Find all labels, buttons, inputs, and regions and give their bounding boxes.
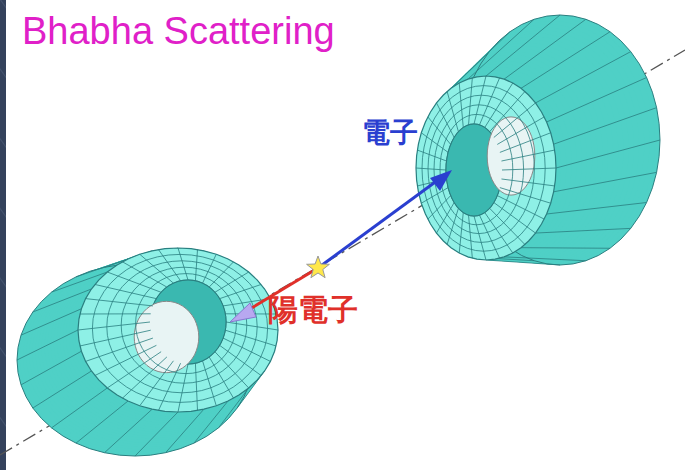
detector-cell — [122, 262, 166, 287]
detector-cell — [215, 352, 249, 388]
detector-cell — [78, 322, 150, 330]
detector-cell — [223, 338, 270, 361]
detector-cell — [469, 78, 473, 125]
detector-body — [416, 76, 556, 260]
slide-edge — [0, 0, 6, 470]
detector-cell — [195, 250, 197, 281]
electron-arrowhead — [430, 170, 452, 191]
detector-ring — [92, 254, 267, 402]
detector-cell — [178, 364, 188, 412]
detector-cell — [501, 150, 554, 161]
positron-arrowhead — [230, 303, 256, 322]
detector-segment — [554, 108, 657, 145]
detector-body — [78, 248, 278, 412]
detector-segment — [104, 409, 152, 453]
detector-ring — [422, 86, 545, 252]
collision-star — [307, 256, 330, 278]
detector-cell — [203, 254, 217, 283]
detector-cell — [494, 103, 536, 138]
detector-cell — [497, 196, 544, 220]
title: Bhabha Scattering — [22, 10, 335, 53]
detector-cell — [417, 150, 446, 161]
detector-cell — [501, 179, 554, 186]
detector-cell — [158, 250, 180, 281]
detector-cell — [107, 272, 161, 292]
detector-segment — [486, 260, 560, 265]
detector-segment — [547, 78, 647, 123]
detector-cell — [421, 133, 448, 153]
detector-cell — [86, 299, 153, 306]
detector-ring — [107, 261, 257, 393]
detector — [416, 15, 660, 265]
detector-cell — [428, 117, 451, 145]
detector-segment — [33, 371, 92, 408]
detector-segment — [504, 257, 586, 261]
detector-segment — [535, 228, 630, 233]
detector-cell — [80, 313, 151, 314]
detector-cell — [215, 272, 249, 292]
detector-segment — [76, 401, 128, 443]
detector-cell — [474, 216, 486, 260]
detector-cell — [447, 92, 458, 132]
detector-cell — [459, 83, 463, 127]
detector-segment — [468, 19, 534, 79]
detector-segment — [486, 15, 560, 76]
detector-cell — [416, 168, 446, 170]
detector-cell — [95, 284, 157, 298]
detector-segment — [166, 409, 204, 453]
detector-cell — [107, 352, 161, 388]
detector-cell — [95, 345, 157, 375]
positron-label: 陽電子 — [268, 290, 358, 331]
detector-face — [78, 248, 278, 412]
detector-part — [134, 301, 199, 372]
detector-cell — [474, 76, 486, 124]
detector-segment — [556, 140, 660, 168]
detector-cell — [225, 330, 276, 346]
detector-cell — [494, 203, 536, 234]
detector-cell — [158, 363, 180, 410]
detector — [17, 248, 278, 456]
detector-segment — [554, 172, 657, 191]
detector-cell — [86, 338, 153, 361]
detector-cell — [209, 357, 233, 398]
detector-segment — [547, 203, 647, 215]
detector-cell — [502, 168, 556, 170]
detector-cell — [428, 196, 451, 220]
electron-track — [318, 180, 438, 268]
detector-segment — [21, 309, 81, 335]
detector-segment — [17, 330, 78, 360]
detector-cell — [447, 208, 458, 244]
detector-segment — [535, 52, 630, 103]
detector-cell — [220, 284, 262, 298]
detector-segment — [21, 351, 81, 385]
detector-cell — [490, 208, 525, 244]
detector-cell — [195, 363, 197, 410]
detector-cell — [140, 361, 174, 406]
detector-cell — [469, 215, 473, 258]
detector-segment — [521, 247, 610, 249]
detector-cell — [220, 345, 262, 375]
detector-cell — [479, 215, 499, 258]
detector-cell — [485, 212, 513, 252]
detector-cell — [140, 254, 174, 283]
detector-cell — [203, 361, 217, 406]
detector-segment — [504, 19, 586, 79]
slide-edge-texture — [0, 0, 6, 470]
detector-cell — [497, 117, 544, 145]
detector-cell — [459, 212, 463, 252]
detector-face — [416, 76, 556, 260]
detector-cell — [178, 248, 188, 280]
electron-label: 電子 — [362, 114, 418, 152]
detector-cell — [490, 92, 525, 132]
detector-segment — [521, 32, 610, 89]
detector-cell — [500, 133, 551, 153]
detector-cell — [479, 78, 499, 125]
detector-segment — [52, 388, 108, 428]
detector-cell — [80, 330, 151, 346]
